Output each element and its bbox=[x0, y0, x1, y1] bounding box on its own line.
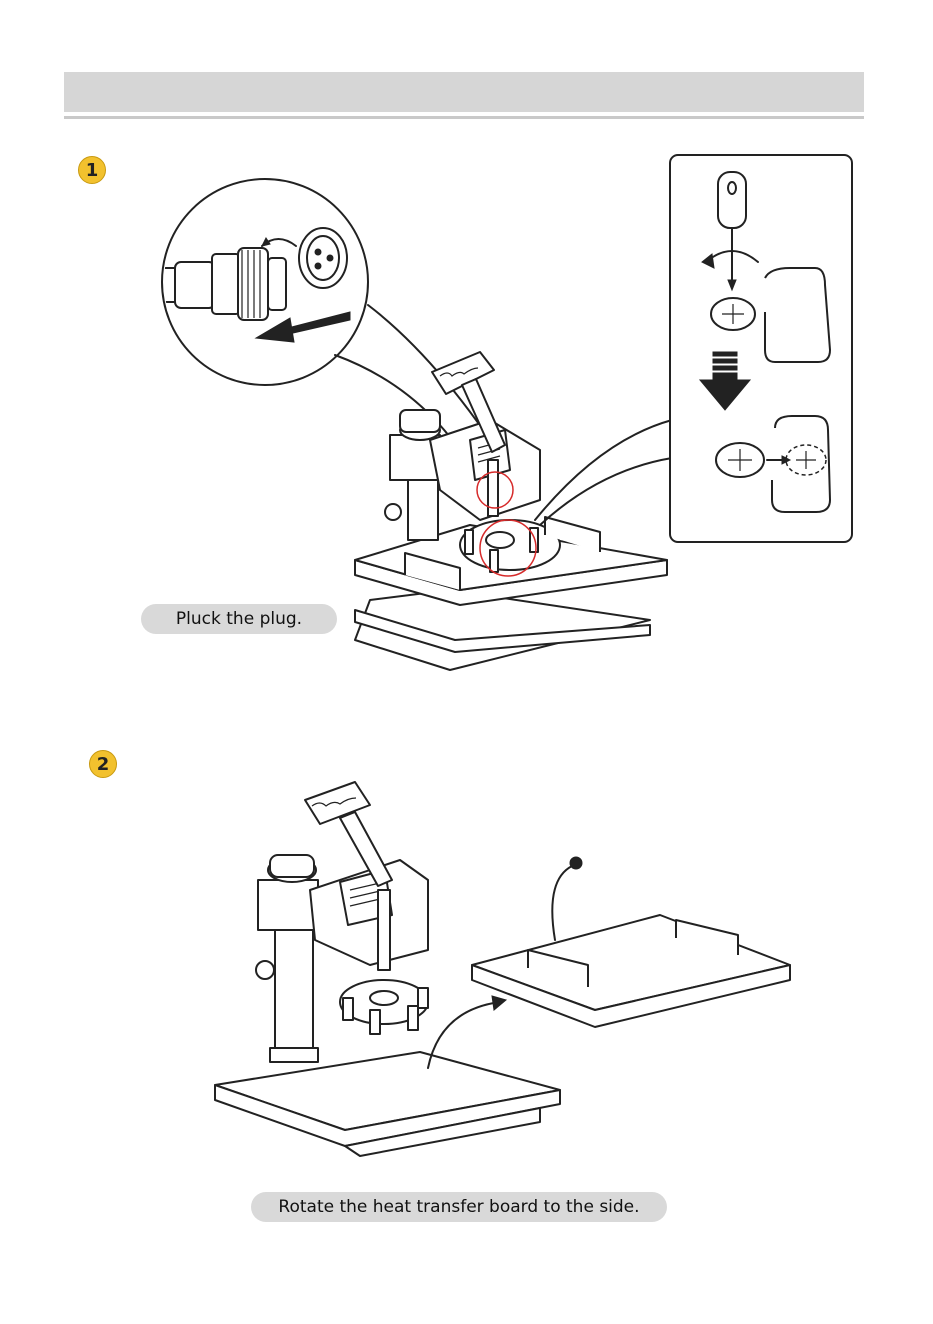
step-2-caption: Rotate the heat transfer board to the si… bbox=[251, 1192, 667, 1222]
heat-transfer-board bbox=[472, 857, 790, 1027]
